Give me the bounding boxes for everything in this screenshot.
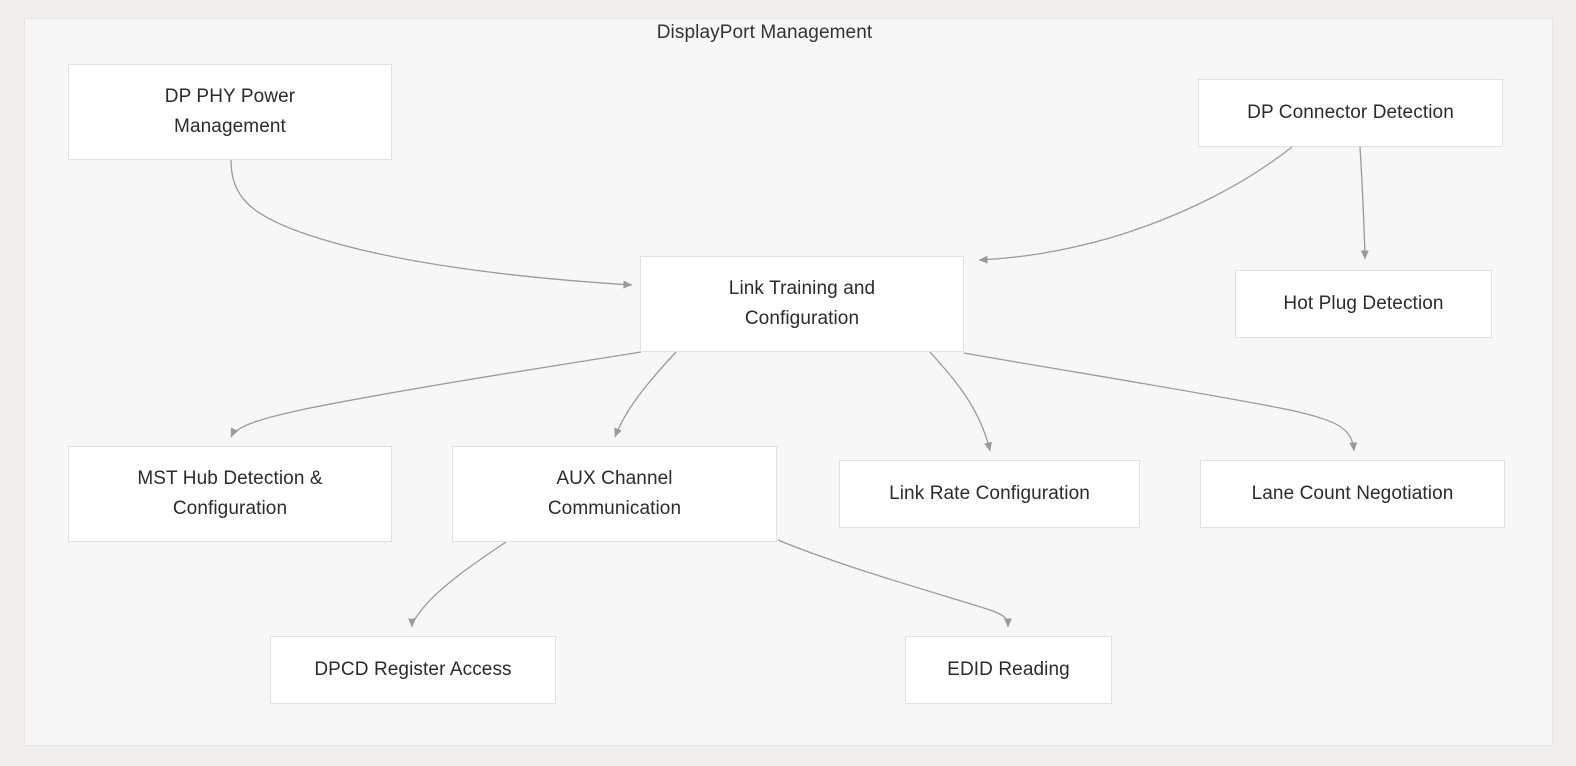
node-edid-reading[interactable]: EDID Reading (905, 636, 1112, 704)
node-label: DP PHY Power Management (164, 86, 296, 137)
node-dpcd-register-access[interactable]: DPCD Register Access (270, 636, 556, 704)
diagram-title: DisplayPort Management (656, 22, 873, 43)
node-label: Link Training and Configuration (728, 278, 876, 329)
node-link-rate-configuration[interactable]: Link Rate Configuration (839, 460, 1140, 528)
node-aux-channel-communication[interactable]: AUX Channel Communication (452, 446, 777, 542)
node-label: DP Connector Detection (1247, 102, 1454, 123)
node-mst-hub-detection-and-configuration[interactable]: MST Hub Detection & Configuration (68, 446, 392, 542)
node-link-training-and-configuration[interactable]: Link Training and Configuration (640, 256, 964, 352)
node-label: EDID Reading (947, 659, 1070, 680)
node-label: Lane Count Negotiation (1251, 483, 1454, 504)
node-lane-count-negotiation[interactable]: Lane Count Negotiation (1200, 460, 1505, 528)
node-label: AUX Channel Communication (547, 468, 682, 519)
node-dp-connector-detection[interactable]: DP Connector Detection (1198, 79, 1503, 147)
node-label: Hot Plug Detection (1283, 293, 1444, 314)
node-hot-plug-detection[interactable]: Hot Plug Detection (1235, 270, 1492, 338)
node-label: DPCD Register Access (314, 659, 512, 680)
node-label: Link Rate Configuration (889, 483, 1090, 504)
node-label: MST Hub Detection & Configuration (137, 468, 323, 519)
node-dp-phy-power-management[interactable]: DP PHY Power Management (68, 64, 392, 160)
